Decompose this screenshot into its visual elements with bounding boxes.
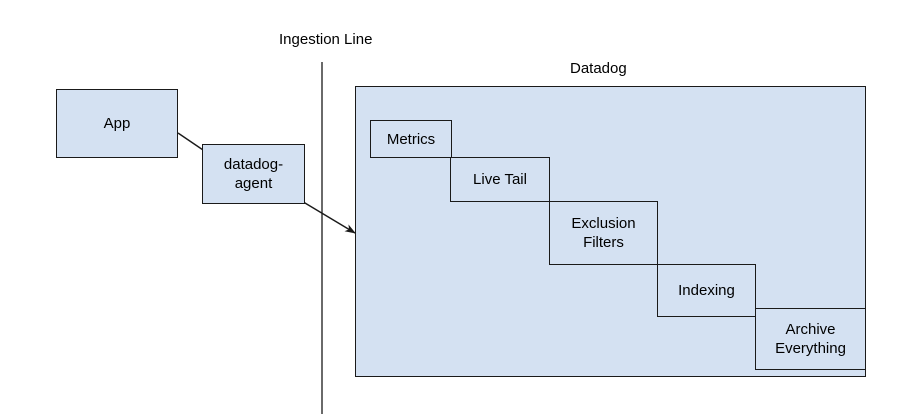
app-box: App	[56, 89, 178, 158]
ingestion-line-label: Ingestion Line	[279, 31, 373, 48]
indexing-box: Indexing	[657, 264, 756, 317]
live-tail-box: Live Tail	[450, 157, 550, 202]
archive-everything-box: Archive Everything	[755, 308, 866, 370]
datadog-agent-box: datadog- agent	[202, 144, 305, 204]
datadog-label: Datadog	[570, 60, 627, 77]
exclusion-filters-box: Exclusion Filters	[549, 201, 658, 265]
agent-to-datadog-arrow	[299, 199, 356, 234]
metrics-box: Metrics	[370, 120, 452, 158]
app-to-agent-connector	[177, 132, 207, 153]
